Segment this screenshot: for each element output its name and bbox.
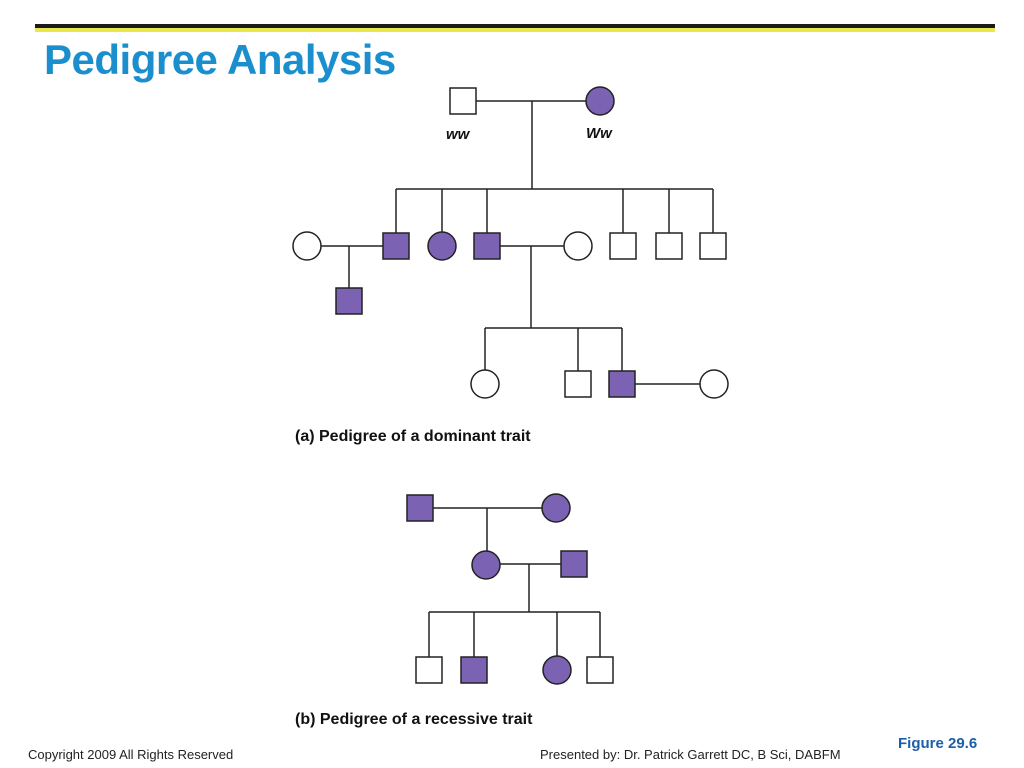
father-genotype-label: ww [446,126,471,143]
a-gen3-individual-male-affected [608,370,636,398]
b-gen1-individual-female-affected [541,493,571,523]
slide-title: Pedigree Analysis [44,36,396,83]
copyright-text: Copyright 2009 All Rights Reserved [28,747,234,762]
a-gen2-spouse-female-unaffected [292,231,322,261]
a-gen2-child-male-affected [473,232,501,260]
a-gen2-child-male-unaffected [655,232,683,260]
pedigree-a-lines [320,100,714,385]
a-gen2-child-female-affected [427,231,457,261]
b-gen3-individual-female-affected [542,655,572,685]
b-gen3-individual-male-affected [460,656,488,684]
presenter-credit: Presented by: Dr. Patrick Garrett DC, B … [540,747,841,762]
a-gen1-individual-male-unaffected [449,87,477,115]
pedigree-a-shapes [292,86,729,399]
title-accent-bar [35,24,995,32]
a-gen2-spouse-female-unaffected [563,231,593,261]
a-gen1-individual-female-affected [585,86,615,116]
mother-genotype-label: Ww [586,125,613,142]
b-gen3-individual-male-unaffected [415,656,443,684]
b-gen2-individual-female-affected [471,550,501,580]
a-gen3-individual-female-unaffected [470,369,500,399]
b-gen1-individual-male-affected [406,494,434,522]
a-gen2-child-male-unaffected [609,232,637,260]
pedigree-b-shapes [406,493,614,685]
a-gen3-individual-male-unaffected [564,370,592,398]
pedigree-a: ww Ww (a) Pedigree of a dominant trait [292,86,729,445]
a-gen2-child-male-affected [382,232,410,260]
a-gen3-spouse-female-unaffected [699,369,729,399]
b-gen2-individual-male-affected [560,550,588,578]
figure-reference: Figure 29.6 [898,735,978,752]
a-gen2-child-male-unaffected [699,232,727,260]
pedigree-b: (b) Pedigree of a recessive trait [295,493,614,728]
pedigree-b-caption: (b) Pedigree of a recessive trait [295,711,533,728]
a-gen3-individual-male-affected [335,287,363,315]
b-gen3-individual-male-unaffected [586,656,614,684]
pedigree-b-lines [428,507,601,657]
pedigree-a-caption: (a) Pedigree of a dominant trait [295,428,531,445]
